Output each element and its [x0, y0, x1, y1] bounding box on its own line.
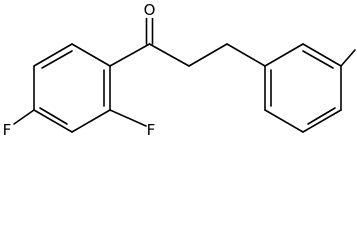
- bond-ch2-ch2: [188, 43, 228, 67]
- ring-a-inner-bond-2: [39, 107, 68, 125]
- ring-a-bond-5: [33, 43, 73, 67]
- structure-diagram: O F F: [3, 1, 356, 137]
- methylphenyl-ring: [264, 43, 356, 133]
- ring-b-bond-3: [302, 109, 342, 133]
- alkyl-chain: [109, 43, 266, 67]
- ring-a-bond-2: [71, 109, 111, 133]
- ring-a-inner-bond-3: [41, 50, 73, 69]
- ring-b-inner-bond-2: [307, 107, 336, 125]
- bond-carbonyl-to-ch2: [148, 43, 190, 67]
- ring-b-bond-5: [302, 43, 342, 67]
- fluorine-para-label: F: [3, 121, 12, 137]
- fluorine-ortho-label: F: [147, 121, 156, 137]
- bond-to-fluorine-para: [13, 109, 35, 125]
- bond-ch2-to-ring: [226, 43, 266, 67]
- bond-to-fluorine-ortho: [109, 109, 147, 127]
- ring-a-bond-6: [71, 43, 111, 67]
- oxygen-label-mask: [140, 1, 159, 18]
- bond-carbonyl-to-ring: [109, 43, 151, 67]
- bond-to-methyl: [340, 49, 356, 67]
- ring-b-bond-2: [264, 109, 304, 133]
- difluorophenyl-ring: F F: [3, 43, 156, 137]
- ring-b-inner-bond-3: [302, 50, 334, 69]
- oxygen-atom-label: O: [144, 1, 156, 19]
- ring-a-bond-3: [33, 109, 73, 133]
- carbonyl-group: O: [140, 1, 159, 45]
- ring-b-bond-6: [264, 43, 304, 67]
